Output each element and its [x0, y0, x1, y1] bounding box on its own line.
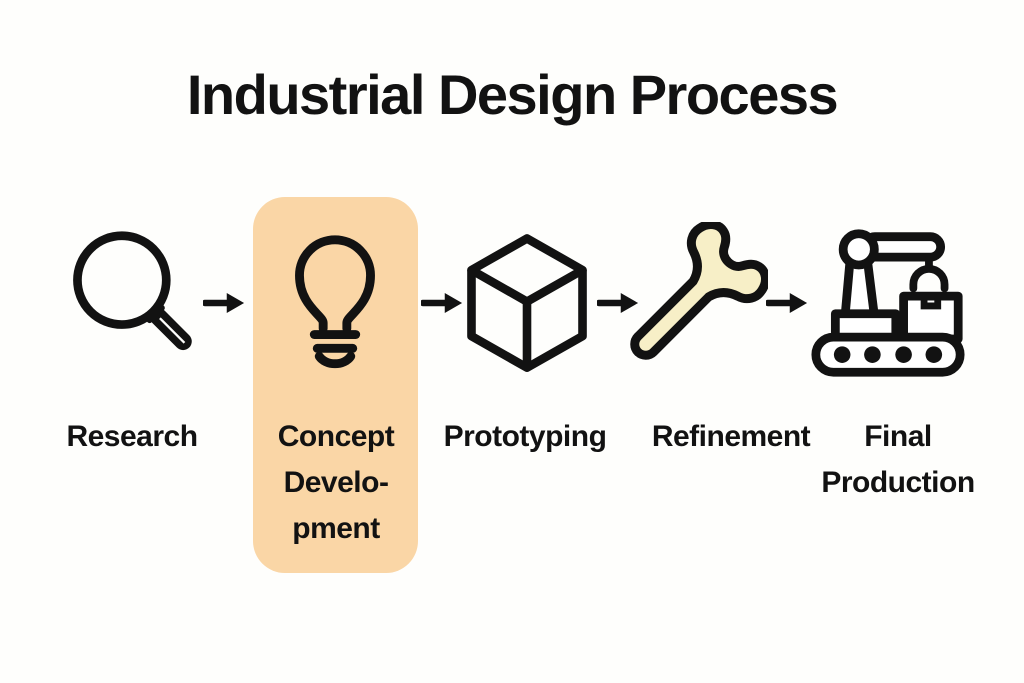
factory-robot-arm-icon — [810, 224, 966, 380]
stage-label-line: Develo- — [283, 466, 389, 499]
stage-label-research: Research — [66, 420, 198, 453]
arrow-right-icon — [421, 290, 463, 316]
stage-label-final-production: Final Production — [798, 414, 998, 506]
stage-label-concept-development: Concept Develo- pment — [236, 414, 436, 552]
wrench-icon — [618, 222, 768, 372]
stage-label-line: Production — [821, 466, 975, 499]
cube-icon — [460, 230, 594, 380]
stage-label-line: Concept — [277, 420, 395, 453]
stage-label-refinement: Refinement — [651, 420, 811, 453]
arrow-right-icon — [597, 290, 639, 316]
lightbulb-icon — [283, 226, 387, 374]
arrow-right-icon — [203, 290, 245, 316]
concept-development-highlight — [253, 197, 418, 573]
diagram-title: Industrial Design Process — [186, 63, 839, 126]
magnifier-icon — [62, 224, 202, 374]
stage-label-line: Final — [864, 420, 932, 453]
arrow-right-icon — [766, 290, 808, 316]
stage-label-prototyping: Prototyping — [443, 420, 607, 453]
stage-label-line: pment — [292, 512, 380, 545]
